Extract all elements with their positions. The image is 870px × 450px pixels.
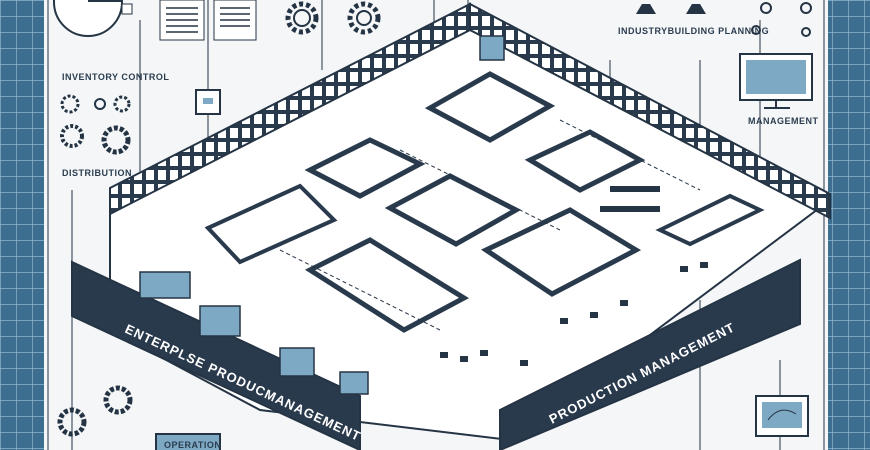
front-left-wall xyxy=(71,260,361,450)
room xyxy=(384,173,522,247)
right-grid-border xyxy=(828,0,870,450)
front-right-wall xyxy=(499,258,801,450)
room xyxy=(480,207,642,297)
gear-icon xyxy=(60,94,131,155)
monitor-icon xyxy=(739,53,813,109)
room xyxy=(304,137,426,199)
room xyxy=(655,193,765,247)
gear-icon xyxy=(57,385,133,437)
monitor-icon xyxy=(755,395,809,437)
room xyxy=(304,237,470,333)
operation-box xyxy=(155,433,221,450)
management-label: MANAGEMENT xyxy=(748,116,819,126)
room xyxy=(424,71,556,143)
left-grid-border xyxy=(0,0,44,450)
gear-icon xyxy=(751,2,812,37)
gear-icon xyxy=(285,1,381,35)
document-icon xyxy=(159,0,257,41)
room xyxy=(204,183,338,265)
top-right-title: INDUSTRYBUILDING PLANNING xyxy=(618,26,769,36)
operation-label: OPERATION xyxy=(164,440,221,450)
left-sub-label: DISTRIBUTION xyxy=(62,168,132,178)
pie-chart-icon xyxy=(53,0,133,37)
lamp-icon xyxy=(636,4,706,14)
left-title-label: INVENTORY CONTROL xyxy=(62,72,169,82)
